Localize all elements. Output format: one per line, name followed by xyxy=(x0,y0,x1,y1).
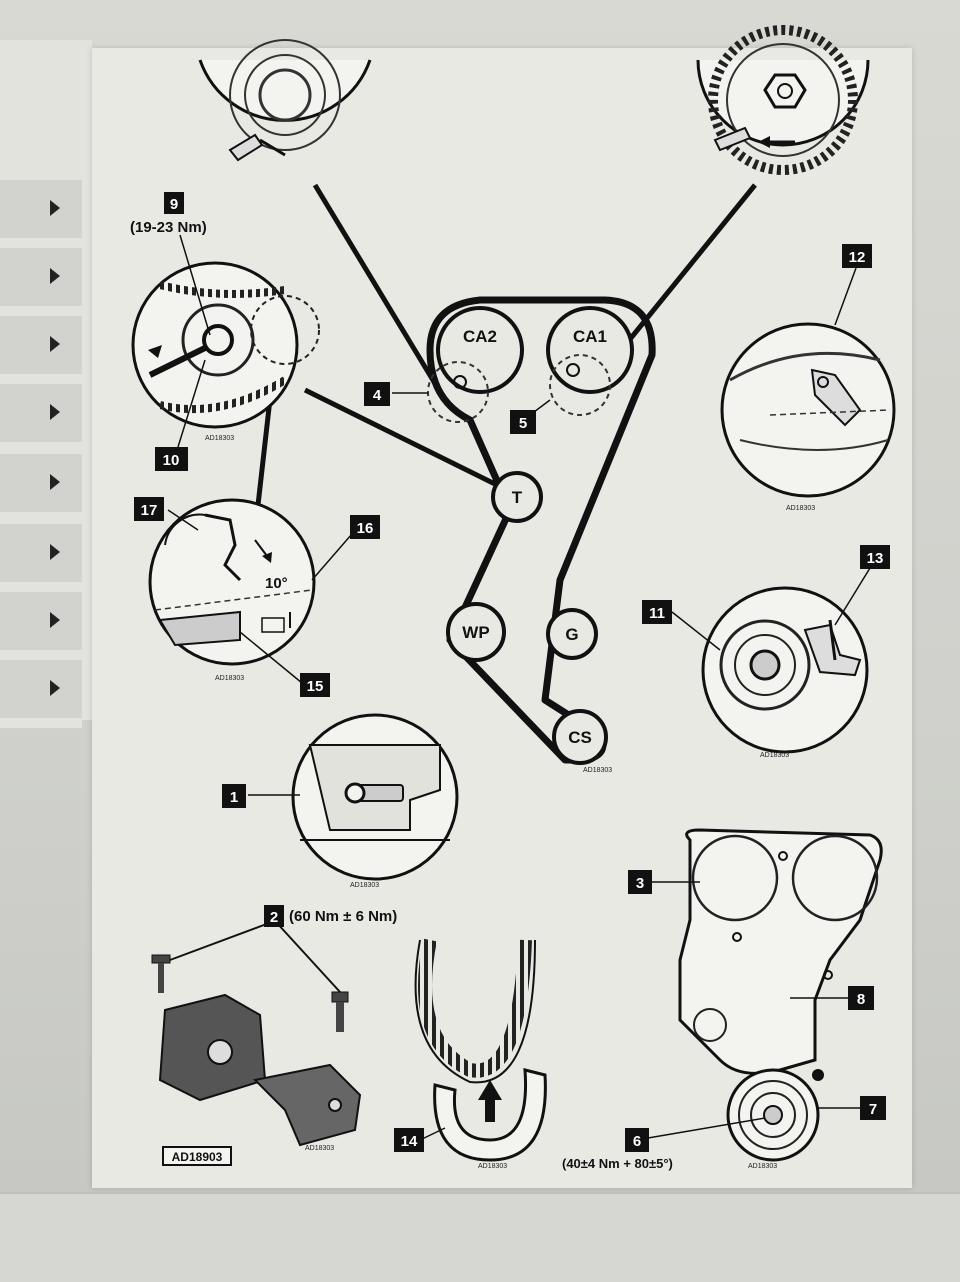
image-code: AD18303 xyxy=(748,1163,777,1170)
detail-top-right xyxy=(696,25,870,175)
sidebar-item[interactable] xyxy=(0,316,82,384)
angle-mark: 10° xyxy=(265,575,288,592)
sidebar: ть все xyxy=(0,40,92,728)
callout-12: 12 xyxy=(849,249,866,266)
sidebar-item[interactable] xyxy=(0,454,82,522)
callout-2: 2 xyxy=(270,909,278,926)
callout-6: 6 xyxy=(633,1133,641,1150)
detail-12: AD18303 xyxy=(720,322,896,512)
callout-5: 5 xyxy=(519,415,527,432)
callout-14: 14 xyxy=(401,1133,418,1150)
chevron-right-icon xyxy=(50,336,60,352)
image-code: AD18303 xyxy=(786,505,815,512)
chevron-right-icon xyxy=(50,680,60,696)
callout-13: 13 xyxy=(867,550,884,567)
detail-engine-mount: AD18303 xyxy=(151,921,362,1152)
torque-mount-bolts: (60 Nm ± 6 Nm) xyxy=(289,908,397,925)
callout-17: 17 xyxy=(141,502,158,519)
image-code-box: AD18903 xyxy=(172,1150,223,1164)
callout-9: 9 xyxy=(170,196,178,213)
sidebar-item[interactable] xyxy=(0,248,82,316)
callout-4: 4 xyxy=(373,387,382,404)
detail-angle-mark: 10° AD18303 xyxy=(148,498,316,682)
detail-1: AD18303 xyxy=(291,713,459,889)
detail-top-left xyxy=(198,39,372,162)
image-code: AD18303 xyxy=(583,767,612,774)
chevron-right-icon xyxy=(50,474,60,490)
belt-routing: CA2 CA1 T WP G CS AD18303 xyxy=(426,296,656,774)
chevron-right-icon xyxy=(50,268,60,284)
callout-10: 10 xyxy=(163,452,180,469)
pulley-label: G xyxy=(565,625,578,644)
image-code: AD18303 xyxy=(350,882,379,889)
pulley-label: CS xyxy=(568,728,592,747)
pulley-label: CA2 xyxy=(463,327,497,346)
detail-11: AD18303 xyxy=(701,586,869,759)
callout-1: 1 xyxy=(230,789,238,806)
image-code: AD18303 xyxy=(205,435,234,442)
detail-belt-inspection: AD18303 xyxy=(414,938,547,1170)
pulley-label: T xyxy=(512,488,523,507)
chevron-right-icon xyxy=(50,404,60,420)
image-code: AD18303 xyxy=(760,752,789,759)
callout-3: 3 xyxy=(636,875,644,892)
sidebar-item[interactable] xyxy=(0,592,82,660)
detail-timing-cover: AD18303 xyxy=(678,828,883,1170)
pulley-label: WP xyxy=(462,623,489,642)
sidebar-item[interactable] xyxy=(0,384,82,452)
detail-tensioner: AD18303 xyxy=(131,261,320,442)
torque-tensioner: (19-23 Nm) xyxy=(130,219,207,236)
callouts: 9 (19-23 Nm) 10 4 5 12 17 16 13 11 15 1 … xyxy=(130,192,890,1171)
pulley-label: CA1 xyxy=(573,327,607,346)
callout-7: 7 xyxy=(869,1101,877,1118)
chevron-right-icon xyxy=(50,200,60,216)
callout-11: 11 xyxy=(649,605,665,622)
callout-8: 8 xyxy=(857,991,865,1008)
chevron-right-icon xyxy=(50,544,60,560)
sidebar-item[interactable] xyxy=(0,180,82,248)
image-code: AD18303 xyxy=(215,675,244,682)
sidebar-item[interactable] xyxy=(0,660,82,728)
image-code: AD18303 xyxy=(305,1145,334,1152)
callout-16: 16 xyxy=(357,520,374,537)
callout-15: 15 xyxy=(307,678,324,695)
sidebar-item[interactable] xyxy=(0,524,82,592)
chevron-right-icon xyxy=(50,612,60,628)
bottom-bar xyxy=(0,1192,960,1282)
torque-crank-bolt: (40±4 Nm + 80±5°) xyxy=(562,1156,673,1171)
image-code: AD18303 xyxy=(478,1163,507,1170)
